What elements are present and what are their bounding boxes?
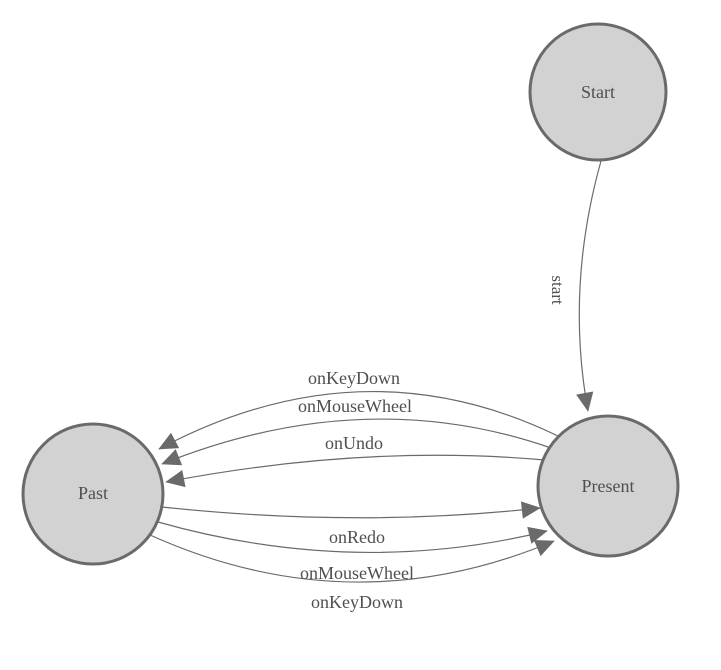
- node-start-circle[interactable]: [528, 22, 668, 162]
- edge-present-to-past-onkeydown[interactable]: [158, 390, 559, 450]
- edge-label-onkeydown-bottom: onKeyDown: [311, 592, 403, 612]
- node-past-label: Past: [78, 483, 108, 503]
- edge-present-to-past-onundo[interactable]: [165, 454, 546, 488]
- node-present-circle[interactable]: [536, 414, 680, 558]
- edge-past-to-present-onkeydown[interactable]: [149, 534, 555, 583]
- edge-label-start: start: [548, 275, 567, 305]
- node-present[interactable]: Present: [536, 414, 680, 558]
- edge-label-onundo: onUndo: [325, 433, 383, 453]
- edge-label-onredo: onRedo: [329, 527, 385, 547]
- node-past-circle[interactable]: [21, 422, 165, 566]
- edge-past-to-present-onmousewheel[interactable]: [157, 521, 548, 554]
- edge-start-to-present[interactable]: [576, 160, 602, 412]
- edge-label-onmousewheel-bottom: onMouseWheel: [300, 563, 414, 583]
- node-start-label: Start: [581, 82, 615, 102]
- node-present-label: Present: [582, 476, 635, 496]
- edge-past-to-present-onredo[interactable]: [161, 501, 541, 519]
- edge-present-to-past-onmousewheel[interactable]: [161, 418, 552, 466]
- node-past[interactable]: Past: [21, 422, 165, 566]
- edge-label-onmousewheel-top: onMouseWheel: [298, 396, 412, 416]
- edge-label-onkeydown-top: onKeyDown: [308, 368, 400, 388]
- node-start[interactable]: Start: [528, 22, 668, 162]
